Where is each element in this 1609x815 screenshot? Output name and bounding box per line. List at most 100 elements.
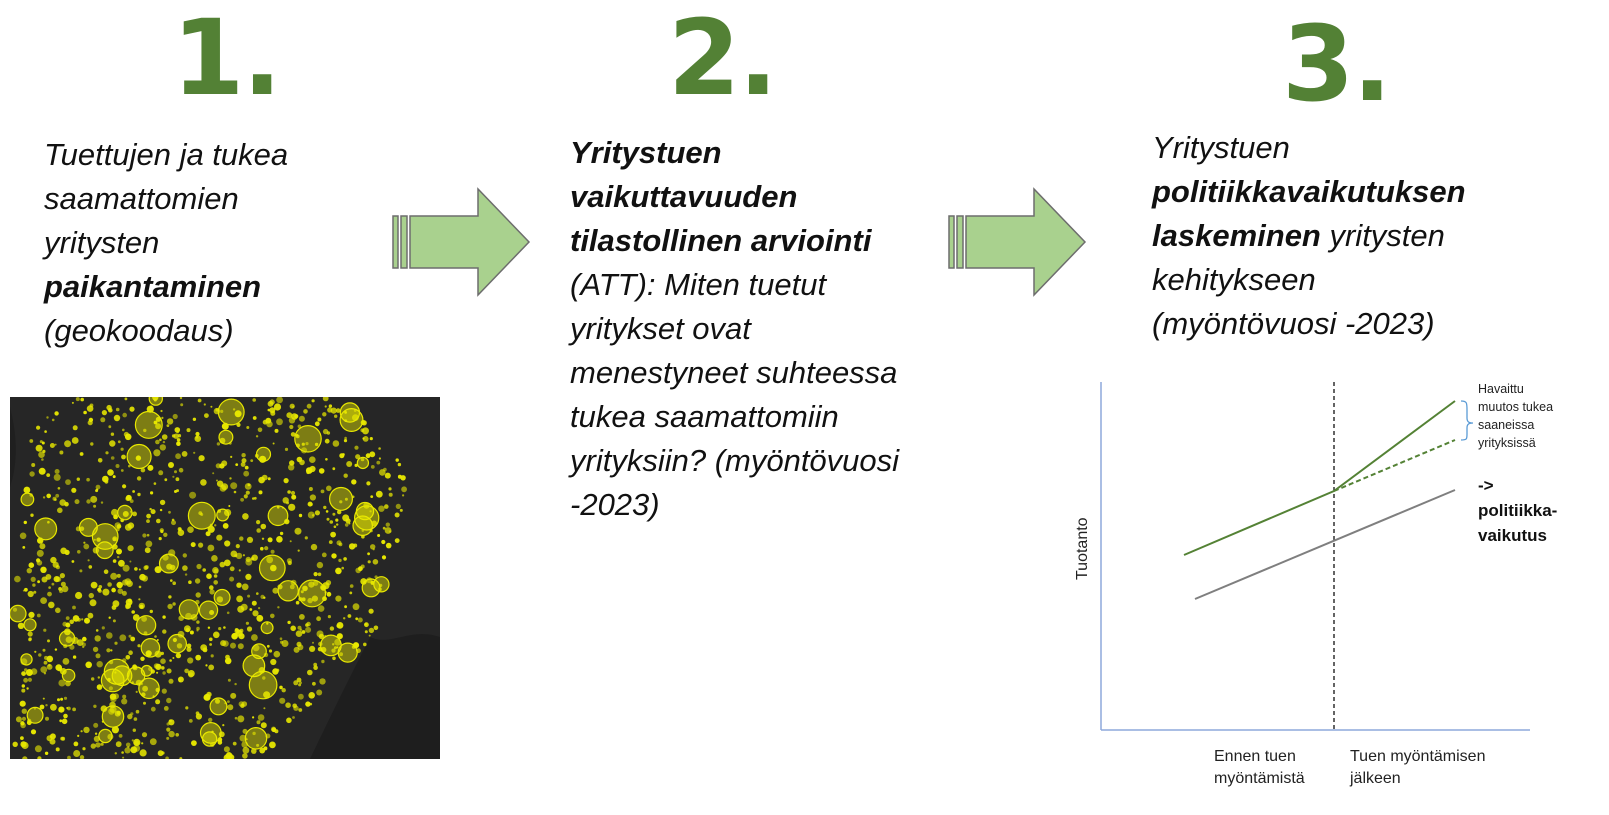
map-dot xyxy=(168,595,172,599)
map-dot xyxy=(150,509,156,515)
map-dot xyxy=(312,641,314,644)
map-dot xyxy=(339,652,343,657)
map-dot xyxy=(59,450,64,455)
map-dot xyxy=(80,397,84,402)
map-dot xyxy=(322,397,329,402)
step-2-line: (ATT): Miten tuetut xyxy=(570,263,970,307)
map-dot xyxy=(69,644,75,650)
map-dot xyxy=(107,469,114,476)
map-dot xyxy=(230,455,233,458)
map-dot xyxy=(122,412,127,418)
map-dot xyxy=(290,579,297,586)
map-dot xyxy=(289,424,294,430)
map-dot xyxy=(96,537,101,542)
map-dot xyxy=(312,580,319,586)
map-dot xyxy=(204,413,209,418)
map-dot xyxy=(78,517,98,537)
map-dot xyxy=(170,579,173,582)
map-dot xyxy=(157,750,164,757)
map-dot xyxy=(223,559,231,567)
map-dot xyxy=(44,751,49,755)
arrow-1-to-2 xyxy=(392,187,531,297)
map-dot xyxy=(325,510,329,513)
map-dot xyxy=(95,629,99,632)
map-dot xyxy=(175,453,182,460)
map-dot xyxy=(216,534,223,541)
map-dot xyxy=(117,588,124,594)
step-2-line: yritykset ovat xyxy=(570,307,970,351)
map-dot xyxy=(51,582,55,586)
map-dot xyxy=(154,650,162,658)
step-2-number: 2. xyxy=(668,0,778,119)
map-dot xyxy=(224,540,231,547)
map-dot xyxy=(357,617,363,623)
map-dot xyxy=(176,643,183,649)
map-dot xyxy=(300,590,304,594)
map-dot xyxy=(122,658,127,663)
map-dot xyxy=(14,575,21,583)
map-dot xyxy=(194,578,201,584)
map-dot xyxy=(59,589,63,594)
map-dot xyxy=(63,696,68,700)
map-dot xyxy=(376,460,381,465)
map-dot xyxy=(116,710,121,715)
map-dot xyxy=(399,508,403,512)
map-dot xyxy=(207,697,210,700)
map-dot xyxy=(258,607,261,610)
map-dot xyxy=(198,455,205,462)
map-dot xyxy=(322,428,329,435)
map-dot xyxy=(208,664,215,671)
map-dot xyxy=(299,459,305,466)
map-dot xyxy=(96,661,103,668)
map-dot xyxy=(344,411,347,414)
map-dot xyxy=(159,499,166,506)
map-dot xyxy=(138,598,141,601)
map-dot xyxy=(316,616,321,622)
map-dot xyxy=(395,458,399,462)
map-dot xyxy=(27,718,32,723)
map-dot xyxy=(57,487,61,490)
map-dot xyxy=(395,503,401,509)
map-dot xyxy=(330,407,337,414)
map-dot xyxy=(147,464,154,471)
map-dot xyxy=(320,646,327,653)
map-dot xyxy=(144,565,149,570)
map-dot xyxy=(219,484,227,492)
map-dot xyxy=(299,628,303,631)
step-2-line: tilastollinen arviointi xyxy=(570,219,970,263)
map-dot xyxy=(122,564,130,572)
map-dot xyxy=(334,638,342,646)
map-dot xyxy=(200,644,208,651)
map-dot xyxy=(29,471,35,477)
map-dot xyxy=(129,406,135,412)
map-dot xyxy=(193,451,196,454)
map-dot xyxy=(133,717,138,721)
map-dot xyxy=(274,428,279,433)
map-dot xyxy=(244,726,268,750)
map-dot xyxy=(77,550,81,554)
map-dot xyxy=(288,464,295,471)
map-dot xyxy=(297,549,300,552)
map-dot xyxy=(87,559,90,562)
map-dot xyxy=(101,410,107,416)
map-dot xyxy=(312,681,316,686)
bold-text-run: laskeminen xyxy=(1152,218,1321,253)
map-dot xyxy=(90,581,98,589)
map-dot xyxy=(270,613,275,619)
map-dot xyxy=(156,671,159,674)
map-dot xyxy=(247,483,251,487)
map-dot xyxy=(174,470,177,474)
map-dot xyxy=(116,573,121,578)
step-3-line: Yritystuen xyxy=(1152,126,1512,170)
map-dot xyxy=(100,417,106,423)
map-dot xyxy=(153,663,160,669)
control-series-line xyxy=(1194,489,1456,600)
map-dot xyxy=(47,591,52,597)
map-dot xyxy=(216,596,224,603)
map-dot xyxy=(313,662,318,667)
map-dot xyxy=(330,531,336,538)
map-dot xyxy=(245,490,250,495)
map-dot xyxy=(10,604,27,623)
map-dot xyxy=(289,584,295,590)
map-dot xyxy=(41,458,44,461)
